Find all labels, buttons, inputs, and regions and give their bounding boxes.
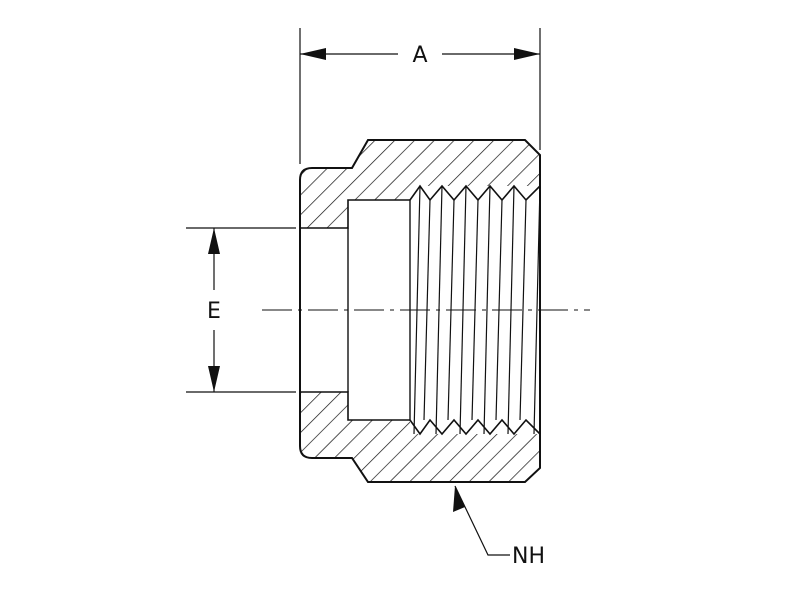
dimension-e: E xyxy=(186,227,296,393)
arrowhead-a-left xyxy=(300,48,326,60)
body-outline xyxy=(299,139,541,483)
thread-profile-bottom xyxy=(409,418,541,436)
thread-profile-top xyxy=(409,184,541,202)
callout-nh: NH xyxy=(453,485,545,569)
arrowhead-e-bottom xyxy=(208,366,220,392)
leader-arrowhead xyxy=(453,486,465,512)
dimension-a: A xyxy=(299,28,541,164)
dimension-label-a: A xyxy=(412,43,427,68)
bore-edge-bottom xyxy=(300,391,410,421)
dimension-label-e: E xyxy=(207,299,221,324)
plug-body-section xyxy=(299,139,541,483)
bore-edge-top xyxy=(300,199,410,229)
arrowhead-a-right xyxy=(514,48,540,60)
callout-label-nh: NH xyxy=(512,544,545,569)
arrowhead-e-top xyxy=(208,228,220,254)
leader-line xyxy=(454,485,510,556)
